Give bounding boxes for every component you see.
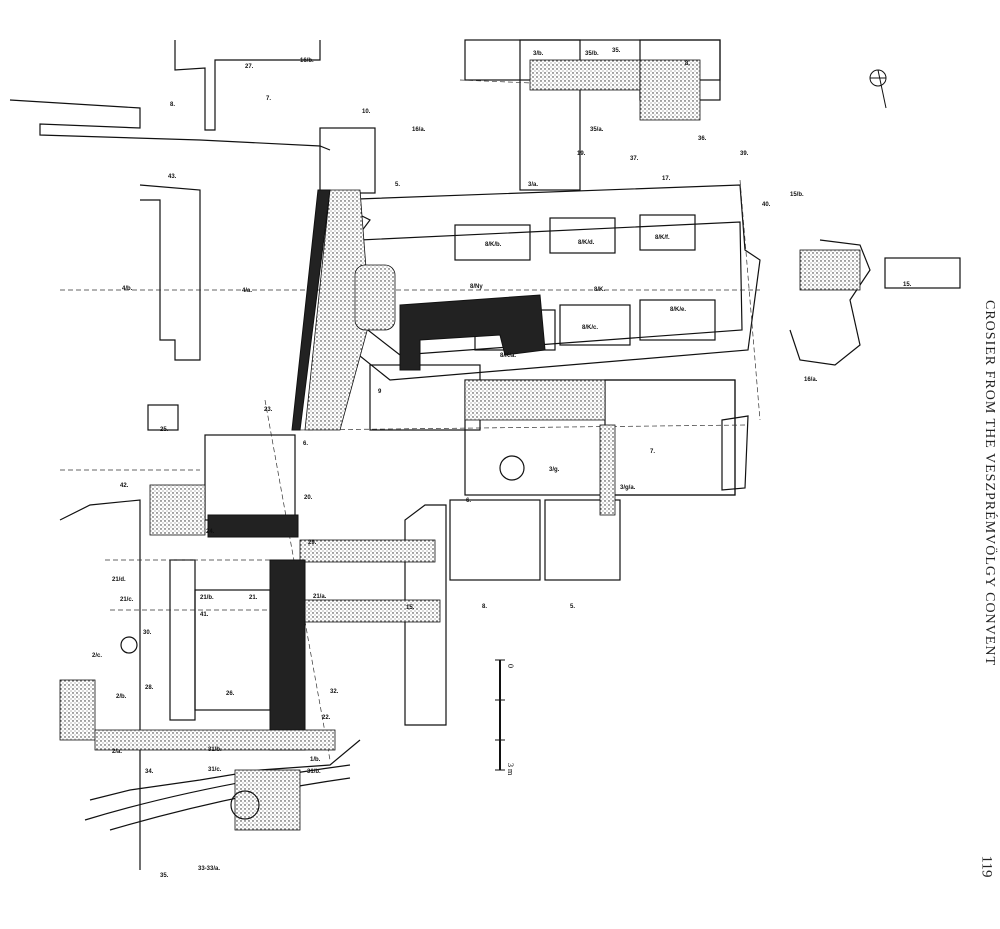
room-label: 16/a.: [804, 377, 818, 383]
room-label: 6.: [303, 441, 308, 447]
room-label: 31/b.: [307, 769, 321, 775]
room-label: 8.: [482, 604, 487, 610]
room-label: 35.: [160, 873, 169, 879]
room-label: 8/K.: [594, 287, 605, 293]
room-label: 10.: [362, 109, 371, 115]
room-label: 21/a.: [313, 594, 327, 600]
scale-start: 0: [506, 664, 515, 668]
room-label: 15.: [406, 605, 415, 611]
room-label: 35/b.: [585, 51, 599, 57]
room-label: 17.: [662, 176, 671, 182]
room-label: 37.: [630, 156, 639, 162]
room-label: 43.: [168, 174, 177, 180]
room-label: 3/a.: [528, 182, 538, 188]
room-label: 30.: [143, 630, 152, 636]
room-label: 23.: [264, 407, 273, 413]
room-label: 20.: [304, 495, 313, 501]
room-label: 8/K/c.: [582, 325, 598, 331]
room-label: 5.: [570, 604, 575, 610]
room-labels: 27. 16/b. 3/b. 35/b. 35. 8. 8. 7. 10. 16/a. 35/a. 1…: [92, 48, 912, 879]
room-label: 22.: [322, 715, 331, 721]
room-label: 27.: [245, 64, 254, 70]
room-label: 26.: [226, 691, 235, 697]
room-label: 36.: [698, 136, 707, 142]
room-label: 35.: [612, 48, 621, 54]
room-label: 2/c.: [92, 653, 102, 659]
room-label: 5.: [395, 182, 400, 188]
room-label: 2/b.: [116, 694, 127, 700]
room-label: 2/a.: [112, 749, 122, 755]
room-label: 31/b.: [208, 747, 222, 753]
page-number: 119: [978, 855, 995, 878]
room-label: 3/g.: [549, 467, 560, 473]
room-label: 40.: [762, 202, 771, 208]
room-label: 8/K/b.: [485, 242, 502, 248]
room-label: 31/c.: [208, 767, 222, 773]
room-label: 21/b.: [200, 595, 214, 601]
room-label: 7.: [650, 449, 655, 455]
room-label: 8/K/f.: [655, 235, 670, 241]
room-label: 16/b.: [300, 58, 314, 64]
room-label: 42.: [120, 483, 129, 489]
room-label: 8.: [685, 61, 690, 67]
room-label: 8/K/d.: [578, 240, 595, 246]
room-label: 1/b.: [310, 757, 321, 763]
room-label: 8.: [170, 102, 175, 108]
room-label: 28.: [145, 685, 154, 691]
masonry: [59, 59, 861, 831]
room-label: 6.: [466, 498, 471, 504]
room-label: 25.: [160, 427, 169, 433]
room-label: 34.: [145, 769, 154, 775]
room-label: 4/b.: [122, 286, 133, 292]
room-label: 15/b.: [790, 192, 804, 198]
room-label: 4/a.: [242, 288, 252, 294]
room-label: 41.: [200, 612, 209, 618]
room-label: 9: [378, 389, 382, 395]
room-label: 29.: [308, 540, 317, 546]
room-label: 39.: [740, 151, 749, 157]
scale-bar: 0 3 m: [495, 659, 515, 776]
running-head: CROSIER FROM THE VESZPRÉMVÖLGY CONVENT: [982, 300, 997, 666]
room-label: 33-33/a.: [198, 866, 220, 872]
room-label: 32.: [330, 689, 339, 695]
room-label: 8/K/e.: [670, 307, 686, 313]
room-label: 21/c.: [120, 597, 134, 603]
room-label: 8/Ny: [470, 284, 483, 290]
north-arrow-icon: [869, 69, 887, 109]
room-label: 7.: [266, 96, 271, 102]
room-label: 3/b.: [533, 51, 544, 57]
room-label: 15.: [903, 282, 912, 288]
room-label: 35/a.: [590, 127, 604, 133]
scale-end: 3 m: [506, 763, 515, 776]
dashed-grid: [60, 79, 761, 761]
room-label: 21/d.: [112, 577, 126, 583]
room-label: 21.: [249, 595, 258, 601]
room-label: 8/K/a.: [500, 353, 516, 359]
room-label: 3/g/a.: [620, 485, 636, 491]
room-label: 16/a.: [412, 127, 426, 133]
room-label: 24.: [206, 529, 215, 535]
room-label: 19.: [577, 151, 586, 157]
